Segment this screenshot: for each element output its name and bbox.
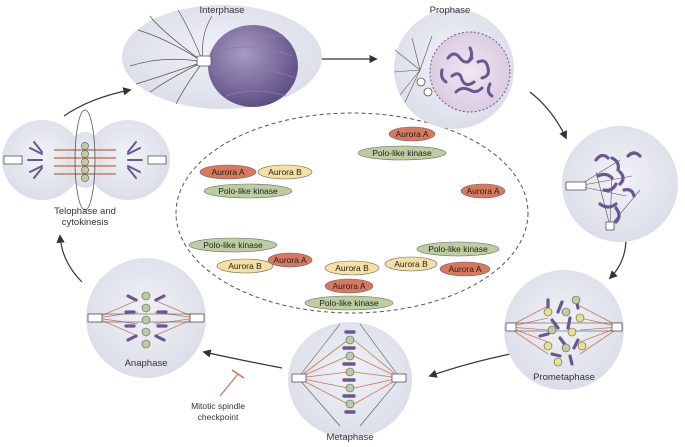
arrow-to-prometaphase	[608, 237, 627, 280]
arrow-prometa-to-metaphase	[428, 351, 521, 378]
kinase-aurora-a-6: Aurora A	[460, 183, 506, 199]
kinase-pill	[388, 126, 436, 142]
kinase-pill	[304, 295, 394, 311]
label-metaphase: Metaphase	[326, 432, 373, 443]
spindle-checkpoint: Mitotic spindle checkpoint	[191, 369, 245, 422]
checkpoint-inhibition-bar	[231, 369, 245, 379]
arrow-telophase-to-interphase	[63, 87, 132, 117]
prometaphase-early-cell	[562, 126, 678, 242]
kinase-label: Aurora A	[332, 281, 365, 291]
kinase-region-ellipse	[175, 112, 529, 314]
kinase-aurora-b-4: Aurora B	[257, 164, 313, 180]
kinase-pill	[439, 261, 491, 277]
interphase-centrosome	[196, 55, 212, 67]
kinase-label: Polo-like kinase	[203, 240, 263, 250]
kinase-pill	[384, 256, 438, 272]
kinase-label: Aurora A	[211, 167, 244, 177]
label-checkpoint-line2: checkpoint	[198, 412, 239, 422]
kinase-pill	[257, 164, 313, 180]
kinase-pill	[324, 260, 380, 276]
label-prometaphase: Prometaphase	[533, 372, 595, 383]
kinase-plk-5: Polo-like kinase	[203, 183, 293, 199]
kinase-plk-7: Polo-like kinase	[188, 237, 278, 253]
anaphase-cell: Anaphase	[86, 258, 206, 378]
kinase-pill	[188, 237, 278, 253]
kinase-label: Aurora B	[335, 263, 369, 273]
prometaphase-cell: Prometaphase	[504, 270, 624, 390]
arrow-anaphase-to-telophase	[56, 234, 83, 283]
kinase-pill	[460, 183, 506, 199]
kinase-label: Aurora A	[395, 129, 428, 139]
kinase-label: Polo-like kinase	[428, 244, 488, 254]
kinase-plk-15: Polo-like kinase	[304, 295, 394, 311]
kinase-pill	[203, 183, 293, 199]
kinase-label: Polo-like kinase	[372, 148, 432, 158]
kinase-label: Polo-like kinase	[319, 298, 379, 308]
kinase-aurora-a-12: Aurora A	[439, 261, 491, 277]
kinase-aurora-b-8: Aurora B	[216, 258, 274, 274]
kinase-label: Aurora B	[268, 167, 302, 177]
kinase-pill	[416, 241, 500, 257]
kinase-aurora-a-1: Aurora A	[388, 126, 436, 142]
kinase-label: Aurora A	[448, 264, 481, 274]
kinase-pill	[357, 145, 447, 161]
label-telophase-line2: cytokinesis	[62, 217, 109, 228]
kinase-aurora-a-14: Aurora A	[324, 278, 374, 294]
kinase-plk-2: Polo-like kinase	[357, 145, 447, 161]
kinase-label: Aurora A	[273, 255, 306, 265]
checkpoint-inhibition-line	[219, 373, 239, 397]
kinase-label: Aurora B	[394, 259, 428, 269]
cleavage-furrow	[74, 109, 96, 211]
arrow-metaphase-to-anaphase	[202, 349, 283, 369]
kinase-label: Aurora B	[228, 261, 262, 271]
kinase-aurora-b-11: Aurora B	[384, 256, 438, 272]
label-prophase: Prophase	[430, 5, 471, 16]
kinase-aurora-a-3: Aurora A	[199, 164, 257, 180]
telophase-cell: Telophase and cytokinesis	[2, 109, 170, 228]
prophase-cell: Prophase	[393, 5, 514, 129]
kinase-label: Polo-like kinase	[218, 186, 278, 196]
kinase-pill	[199, 164, 257, 180]
label-telophase-line1: Telophase and	[54, 206, 116, 217]
kinase-pill	[324, 278, 374, 294]
label-interphase: Interphase	[200, 5, 245, 16]
kinase-aurora-a-9: Aurora A	[267, 252, 313, 268]
kinase-pill	[267, 252, 313, 268]
kinase-label: Aurora A	[466, 186, 499, 196]
arrow-prophase-to-prometa	[529, 91, 567, 140]
label-anaphase: Anaphase	[125, 358, 168, 369]
metaphase-cell: Metaphase	[288, 322, 412, 443]
kinase-aurora-b-13: Aurora B	[324, 260, 380, 276]
interphase-nucleus	[208, 25, 298, 107]
kinase-pill	[216, 258, 274, 274]
kinase-plk-10: Polo-like kinase	[416, 241, 500, 257]
interphase-cell: Interphase	[122, 5, 322, 109]
label-checkpoint-line1: Mitotic spindle	[191, 401, 245, 411]
